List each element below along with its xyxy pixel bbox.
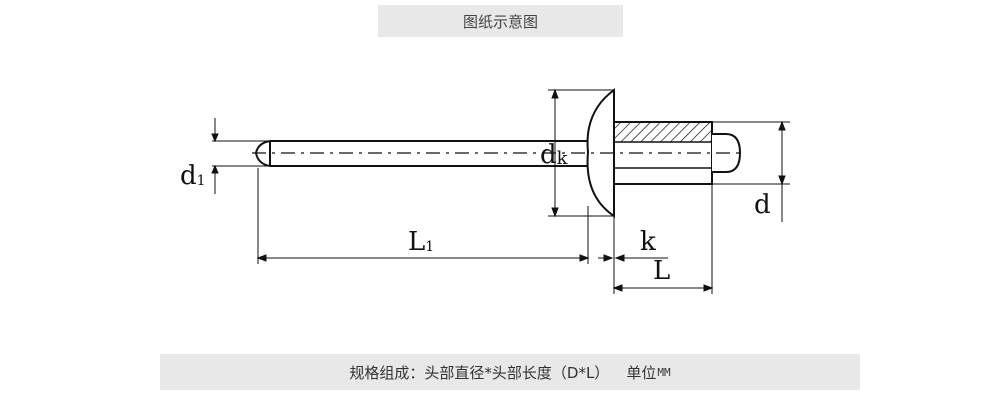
spec-text: 规格组成：头部直径*头部长度（D*L） 单位 [349,363,657,382]
dim-k [598,216,668,294]
dim-L [612,184,714,294]
label-L1: L1 [408,227,434,257]
label-k: k [640,227,656,257]
label-L: L [653,256,670,286]
mandrel [254,140,598,167]
dim-d [712,120,790,222]
label-dk: dk [540,140,569,170]
title-text: 图纸示意图 [462,12,538,31]
dim-dk [548,88,614,218]
rivet-diagram: d1 L1 dk k L d [180,88,790,294]
label-d: d [754,190,771,220]
unit-text: MM [657,365,671,379]
label-d1: d1 [180,161,206,191]
dim-d1 [211,118,268,194]
title-banner: 图纸示意图 [378,5,623,37]
